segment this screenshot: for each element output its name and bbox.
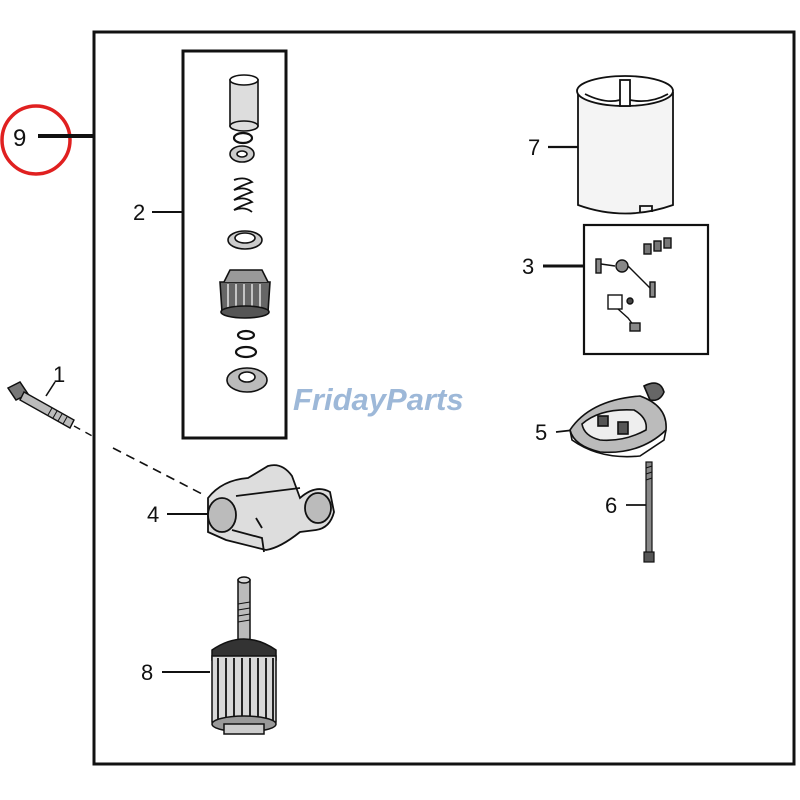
brush-kit-icon bbox=[595, 237, 672, 332]
part-number-5: 5 bbox=[535, 420, 547, 445]
brush-kit-frame bbox=[582, 223, 710, 356]
part-7-housing[interactable]: 7 bbox=[528, 75, 674, 215]
highlight-circle bbox=[0, 104, 72, 176]
part-3-brush-kit[interactable]: 3 bbox=[522, 223, 710, 356]
part-number-3: 3 bbox=[522, 254, 534, 279]
part-6-through-bolt[interactable]: 6 bbox=[605, 461, 655, 563]
part-4-bracket[interactable]: 4 bbox=[147, 464, 335, 553]
part-9-callout[interactable]: 9 bbox=[0, 104, 94, 176]
part-number-7: 7 bbox=[528, 135, 540, 160]
end-cap-icon bbox=[569, 382, 667, 458]
part-number-1: 1 bbox=[53, 362, 65, 387]
part-2-drive-assembly[interactable]: 2 bbox=[133, 49, 288, 440]
part-number-6: 6 bbox=[605, 493, 617, 518]
part-number-2: 2 bbox=[133, 200, 145, 225]
housing-icon bbox=[576, 75, 674, 215]
part-number-8: 8 bbox=[141, 660, 153, 685]
dashed-alignment-line bbox=[73, 425, 97, 439]
assembly-frame bbox=[92, 30, 796, 766]
watermark-part-b: Parts bbox=[386, 382, 464, 417]
part-1-bolt[interactable]: 1 bbox=[6, 362, 207, 497]
part-5-end-cap[interactable]: 5 bbox=[535, 382, 667, 458]
part-number-9: 9 bbox=[13, 125, 26, 152]
bracket-icon bbox=[207, 464, 335, 553]
bolt-icon bbox=[6, 381, 75, 429]
watermark-part-a: Friday bbox=[293, 382, 388, 417]
drive-assembly-icon bbox=[219, 74, 271, 393]
part-8-armature[interactable]: 8 bbox=[141, 576, 277, 735]
part-number-4: 4 bbox=[147, 502, 159, 527]
watermark: FridayParts bbox=[293, 382, 464, 417]
leader-line-1 bbox=[45, 381, 56, 397]
through-bolt-icon bbox=[643, 461, 655, 563]
armature-icon bbox=[211, 576, 277, 735]
